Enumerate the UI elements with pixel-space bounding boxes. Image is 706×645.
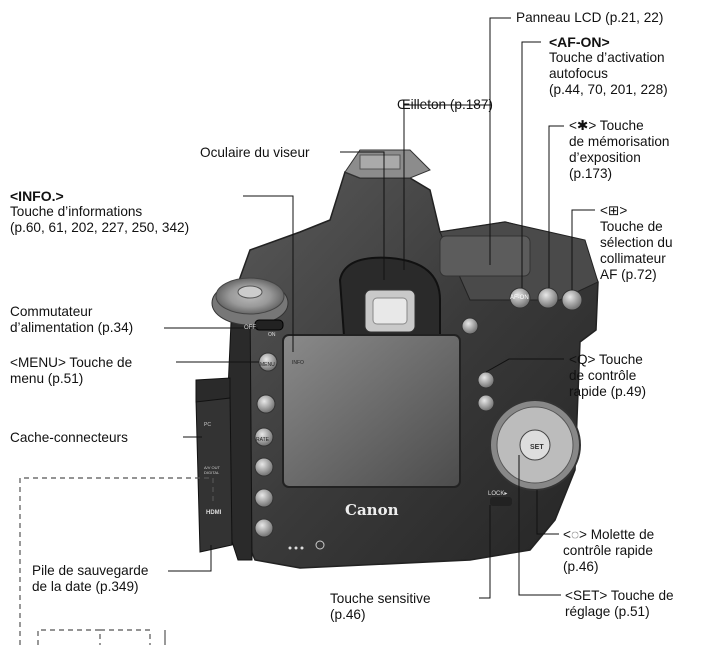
ae-lock-desc-line1: de mémorisation — [569, 134, 670, 149]
rate-button-label: RATE — [256, 437, 269, 443]
info-desc-line2: (p.60, 61, 202, 227, 250, 342) — [10, 220, 190, 235]
sensitive-line2: (p.46) — [330, 607, 366, 622]
label-oculaire: Oculaire du viseur — [200, 145, 310, 161]
af-point-code: <⊞> — [600, 203, 628, 218]
af-point-desc-line1: Touche de — [600, 219, 663, 234]
ae-lock-code: <✱> Touche — [569, 118, 644, 133]
label-cache: Cache-connecteurs — [10, 430, 128, 446]
label-sensitive: Touche sensitive (p.46) — [330, 591, 431, 623]
pc-label: PC — [204, 422, 211, 428]
rate-button-art — [254, 427, 274, 447]
rear-lcd-screen — [282, 334, 461, 488]
lock-label: LOCK▸ — [488, 491, 508, 497]
commutateur-line1: Commutateur — [10, 304, 93, 319]
label-info: <INFO.> Touche d’informations (p.60, 61,… — [10, 188, 189, 236]
label-af-point: <⊞> Touche de sélection du collimateur A… — [600, 203, 673, 283]
off-label: OFF — [244, 325, 256, 331]
molette-code: <◌> Molette de — [563, 527, 655, 542]
af-on-desc-line1: Touche d’activation — [549, 50, 665, 65]
af-on-button-label: AF-ON — [510, 295, 529, 301]
top-lcd-panel — [439, 235, 531, 277]
info-code: <INFO.> — [10, 188, 64, 204]
ae-lock-desc-line2: d’exposition — [569, 150, 641, 165]
ae-lock-button-art — [537, 287, 559, 309]
oculaire-text: Oculaire du viseur — [200, 145, 310, 160]
liveview-button-art — [477, 394, 495, 412]
leader-lines — [164, 17, 595, 599]
ae-lock-desc-line3: (p.173) — [569, 166, 613, 181]
oeilleton-text: Œilleton (p.187) — [397, 97, 493, 112]
label-af-on: <AF-ON> Touche d’activation autofocus (p… — [549, 34, 668, 98]
molette-desc-line2: (p.46) — [563, 559, 599, 574]
af-point-desc-line4: AF (p.72) — [600, 267, 657, 282]
af-on-desc-line2: autofocus — [549, 66, 608, 81]
menu-desc: menu (p.51) — [10, 371, 84, 386]
label-q: <Q> Touche de contrôle rapide (p.49) — [569, 352, 646, 400]
set-code: <SET> Touche de — [565, 588, 674, 603]
sensitive-line1: Touche sensitive — [330, 591, 431, 606]
af-on-desc-line3: (p.44, 70, 201, 228) — [549, 82, 668, 97]
commutateur-line2: d’alimentation (p.34) — [10, 320, 134, 335]
label-panneau-lcd: Panneau LCD (p.21, 22) — [516, 10, 663, 26]
af-point-desc-line2: sélection du — [600, 235, 673, 250]
molette-desc-line1: contrôle rapide — [563, 543, 653, 558]
panneau-lcd-text: Panneau LCD (p.21, 22) — [516, 10, 664, 25]
q-desc-line2: rapide (p.49) — [569, 384, 647, 399]
pile-line2: de la date (p.349) — [32, 579, 139, 594]
af-on-button-art — [509, 287, 531, 309]
battery-inset-dashed — [19, 477, 214, 645]
power-switch-art — [254, 319, 284, 331]
label-oeilleton: Œilleton (p.187) — [397, 97, 493, 113]
set-button-label: SET — [530, 444, 544, 451]
af-on-code: <AF-ON> — [549, 34, 610, 50]
q-desc-line1: de contrôle — [569, 368, 637, 383]
menu-code: <MENU> Touche de — [10, 355, 133, 370]
erase-button-art — [254, 518, 274, 538]
set-desc: réglage (p.51) — [565, 604, 650, 619]
label-ae-lock: <✱> Touche de mémorisation d’exposition … — [569, 118, 670, 182]
magnify-button-art — [254, 457, 274, 477]
q-button-art — [477, 371, 495, 389]
hdmi-label: HDMI — [206, 510, 222, 516]
camera-brand: Canon — [345, 501, 399, 519]
protect-button-art — [256, 394, 276, 414]
af-point-button-art — [561, 289, 583, 311]
label-pile: Pile de sauvegarde de la date (p.349) — [32, 563, 148, 595]
playback-button-art — [254, 488, 274, 508]
q-code: <Q> Touche — [569, 352, 643, 367]
cache-text: Cache-connecteurs — [10, 430, 128, 445]
av-out-label: A/V OUT DIGITAL — [204, 465, 220, 475]
af-point-desc-line3: collimateur — [600, 251, 666, 266]
set-button-art — [519, 429, 551, 461]
label-set: <SET> Touche de réglage (p.51) — [565, 588, 674, 620]
multi-controller — [461, 317, 479, 335]
label-molette: <◌> Molette de contrôle rapide (p.46) — [563, 527, 654, 575]
on-label: ON — [268, 332, 276, 338]
pile-line1: Pile de sauvegarde — [32, 563, 149, 578]
lock-switch — [490, 497, 512, 506]
label-commutateur: Commutateur d’alimentation (p.34) — [10, 304, 133, 336]
info-button-label: INFO — [292, 360, 304, 366]
info-desc-line1: Touche d’informations — [10, 204, 143, 219]
label-menu: <MENU> Touche de menu (p.51) — [10, 355, 132, 387]
menu-button-label: MENU — [260, 362, 275, 368]
